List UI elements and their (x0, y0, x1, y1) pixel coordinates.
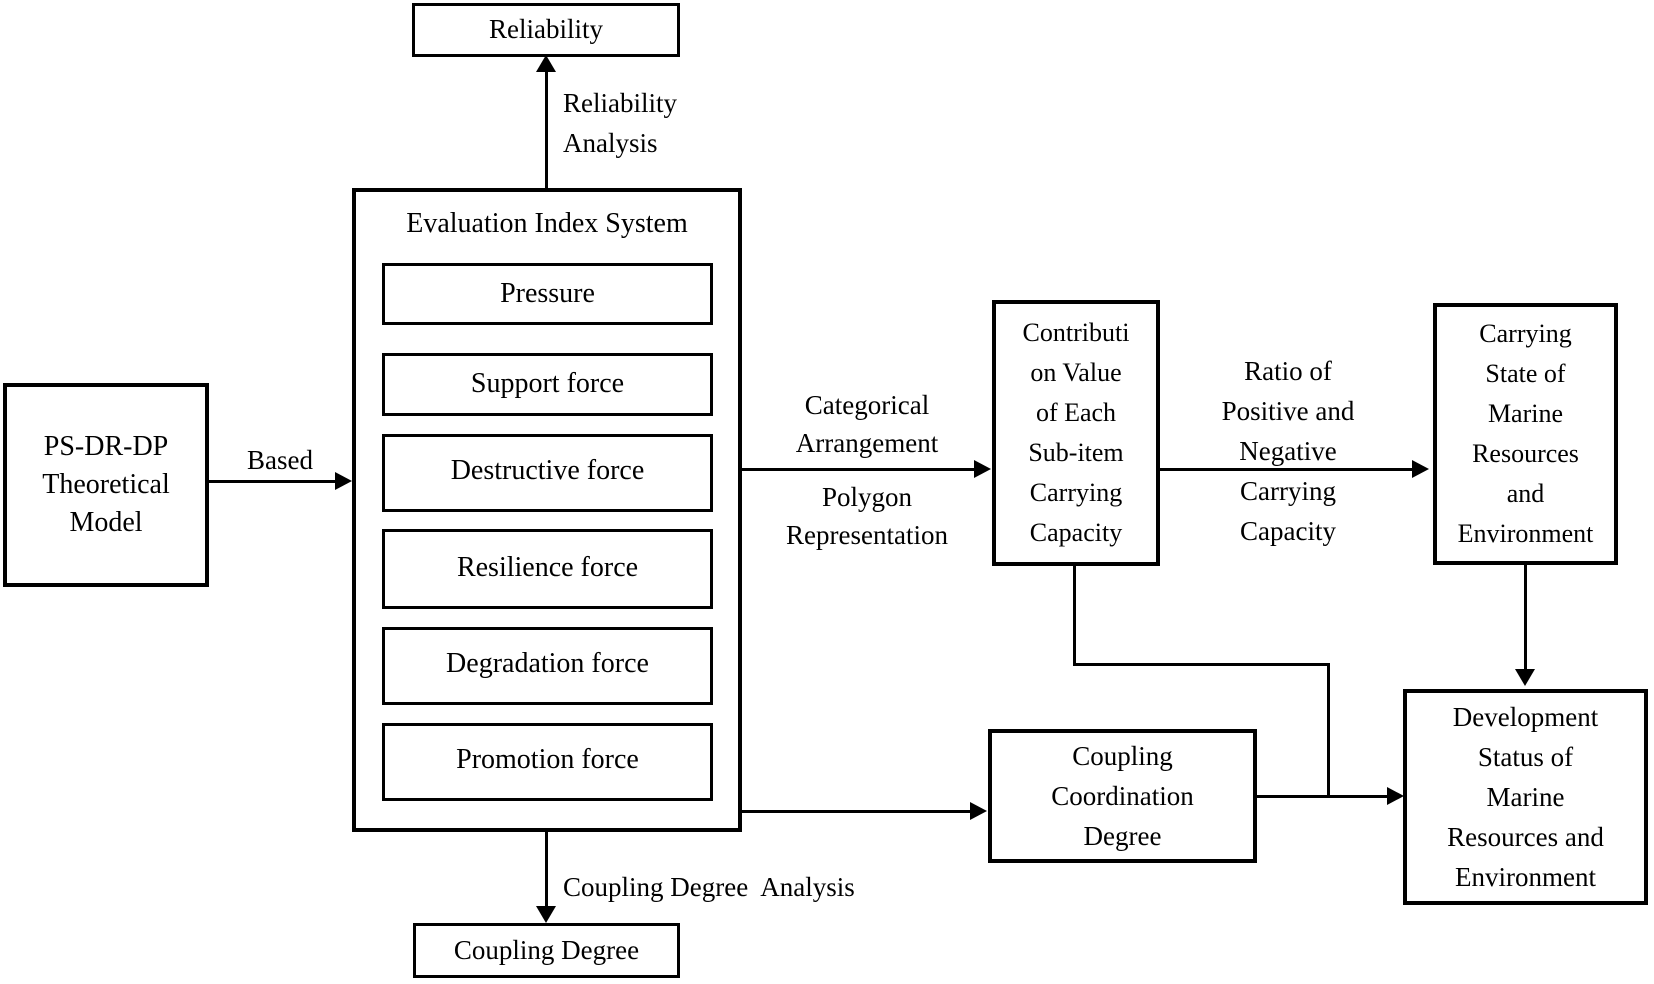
coupling-degree-arrowhead-icon (536, 906, 556, 923)
indicator-box-support-force: Support force (382, 353, 713, 416)
coupling-out-arrowhead-icon (1387, 787, 1404, 805)
reliability-arrow-line (545, 70, 548, 188)
contribution-value-box: Contributi on Value of Each Sub-item Car… (992, 300, 1160, 566)
categorical-arrow-line (742, 468, 976, 471)
carrying-to-development-line (1524, 565, 1527, 671)
indicator-box-resilience-force: Resilience force (382, 529, 713, 609)
carrying-state-box: Carrying State of Marine Resources and E… (1433, 303, 1618, 565)
ratio-arrow-line (1160, 468, 1414, 471)
coupling-in-arrow-line (742, 810, 972, 813)
theoretical-model-box: PS-DR-DP Theoretical Model (3, 383, 209, 587)
coupling-degree-arrow-line (545, 832, 548, 908)
coupling-degree-box: Coupling Degree (413, 923, 680, 978)
reliability-analysis-label: Reliability Analysis (563, 88, 677, 158)
coupling-in-arrowhead-icon (970, 802, 987, 820)
ratio-arrowhead-icon (1412, 460, 1429, 478)
carrying-to-development-arrowhead-icon (1515, 669, 1535, 686)
indicator-box-degradation-force: Degradation force (382, 627, 713, 705)
indicator-box-pressure: Pressure (382, 263, 713, 325)
based-label: Based (247, 445, 313, 475)
coupling-out-arrow-line (1257, 795, 1389, 798)
categorical-arrangement-label: Categorical Arrangement (795, 390, 939, 458)
development-status-box: Development Status of Marine Resources a… (1403, 689, 1648, 905)
reliability-arrowhead-icon (536, 55, 556, 72)
ratio-positive-negative-label: Ratio of Positive and Negative Carrying … (1221, 356, 1355, 546)
indicator-box-promotion-force: Promotion force (382, 723, 713, 801)
contribution-connector-horizontal (1073, 663, 1330, 666)
based-arrowhead-icon (335, 472, 352, 490)
indicator-box-destructive-force: Destructive force (382, 434, 713, 512)
based-arrow-line (209, 480, 337, 483)
contribution-connector-vertical2 (1327, 663, 1330, 798)
evaluation-index-system-title: Evaluation Index System (406, 208, 688, 239)
coupling-coordination-degree-box: Coupling Coordination Degree (988, 729, 1257, 863)
coupling-degree-analysis-label: Coupling Degree Analysis (563, 872, 855, 902)
reliability-box: Reliability (412, 3, 680, 57)
polygon-representation-label: Polygon Representation (786, 482, 948, 550)
contribution-connector-vertical1 (1073, 566, 1076, 666)
categorical-arrowhead-icon (974, 460, 991, 478)
